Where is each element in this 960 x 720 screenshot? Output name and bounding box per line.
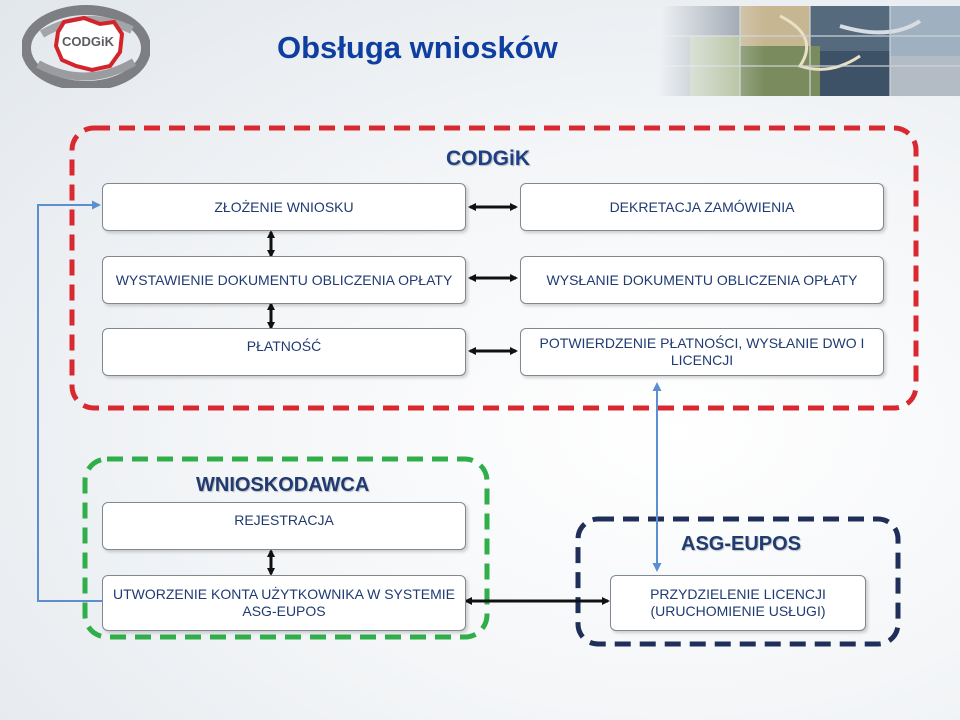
codgik-group-border — [69, 125, 919, 411]
connector-utworzenie-to-zlozenie — [37, 200, 104, 602]
logo-text: CODGiK — [62, 34, 115, 49]
satellite-imagery-banner — [660, 6, 960, 96]
codgik-group-label: CODGiK — [446, 147, 530, 170]
wnioskodawca-group-border — [82, 456, 490, 640]
box-rejestracja: REJESTRACJA — [102, 502, 466, 550]
box-utworzenie-konta: UTWORZENIE KONTA UŻYTKOWNIKA W SYSTEMIE … — [102, 575, 466, 631]
box-zlozenie-wniosku: ZŁOŻENIE WNIOSKU — [102, 183, 466, 231]
codgik-logo: CODGiK — [22, 5, 150, 88]
box-wystawienie-dokumentu: WYSTAWIENIE DOKUMENTU OBLICZENIA OPŁATY — [102, 256, 466, 304]
asg-group-label: ASG-EUPOS — [681, 533, 802, 555]
wnioskodawca-group-label: WNIOSKODAWCA — [196, 474, 370, 496]
box-wyslanie-dokumentu: WYSŁANIE DOKUMENTU OBLICZENIA OPŁATY — [520, 256, 884, 304]
box-potwierdzenie-platnosci: POTWIERDZENIE PŁATNOŚCI, WYSŁANIE DWO I … — [520, 328, 884, 376]
asg-group-border — [575, 516, 901, 647]
page-title: Obsługa wniosków — [277, 30, 558, 65]
box-przydzielenie-licencji: PRZYDZIELENIE LICENCJI (URUCHOMIENIE USŁ… — [610, 575, 866, 631]
box-platnosc: PŁATNOŚĆ — [102, 328, 466, 376]
box-dekretacja-zamowienia: DEKRETACJA ZAMÓWIENIA — [520, 183, 884, 231]
